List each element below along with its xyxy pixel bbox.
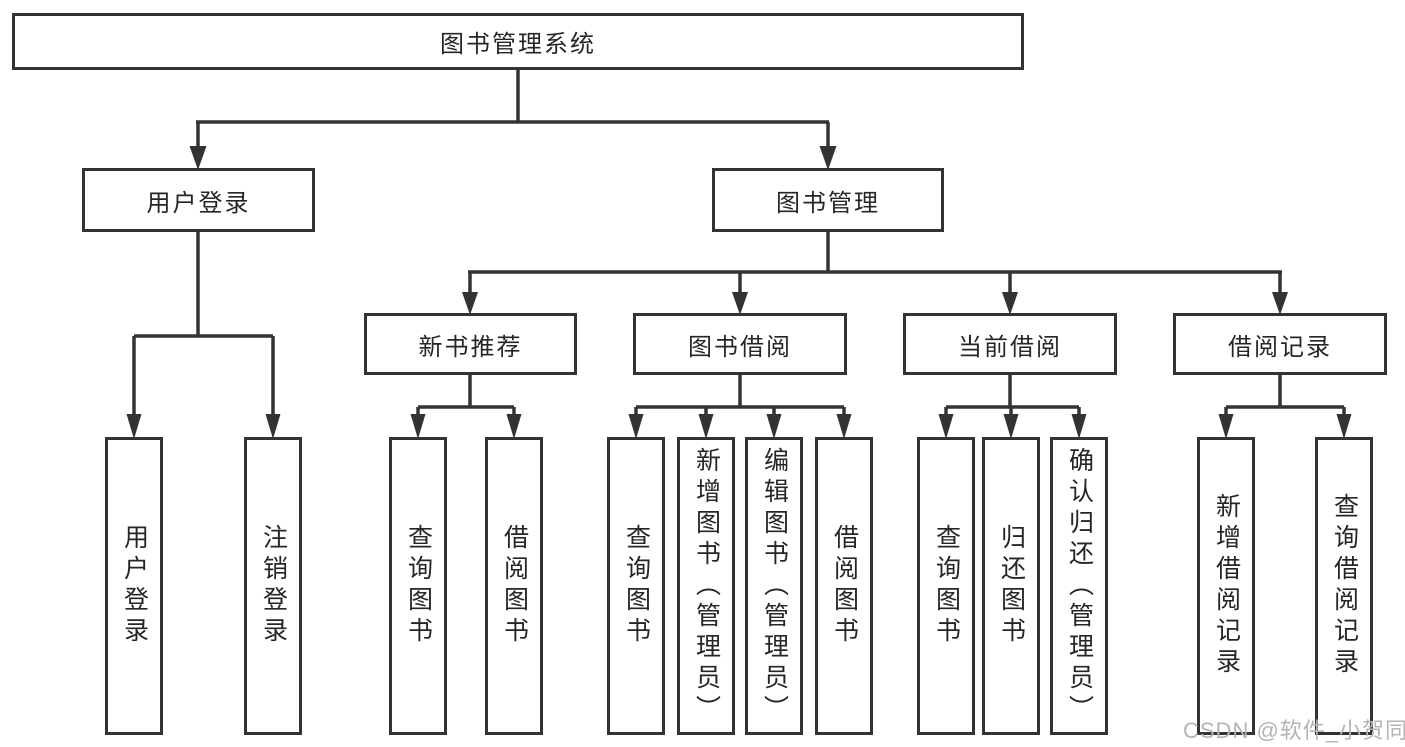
- node-label: 用户登录: [120, 524, 149, 648]
- node-label: 查询图书: [622, 524, 651, 648]
- arrowheads: [126, 146, 1352, 439]
- node-label: 注销登录: [259, 524, 288, 648]
- node-label: 查询图书: [932, 524, 961, 648]
- node-label: 图书借阅: [688, 333, 792, 361]
- node-book-borrowing: 图书借阅: [633, 313, 847, 375]
- node-label: 查询图书: [404, 524, 433, 648]
- node-root-system: 图书管理系统: [12, 13, 1024, 70]
- node-label: 借阅图书: [830, 524, 859, 648]
- node-label: 借阅图书: [500, 524, 529, 648]
- leaf-query-books-3: 查询图书: [917, 437, 975, 735]
- node-borrowing-records: 借阅记录: [1173, 313, 1387, 375]
- leaf-return-books: 归还图书: [982, 437, 1040, 735]
- node-current-borrowing: 当前借阅: [903, 313, 1117, 375]
- leaf-borrow-books-2: 借阅图书: [815, 437, 873, 735]
- leaf-borrow-books-1: 借阅图书: [485, 437, 543, 735]
- csdn-watermark: CSDN @软件_小贺同学: [1183, 718, 1405, 743]
- node-label: 编辑图书（管理员）: [760, 446, 789, 726]
- node-book-management: 图书管理: [712, 168, 944, 232]
- node-new-book-recommend: 新书推荐: [364, 313, 577, 375]
- node-label: 当前借阅: [958, 333, 1062, 361]
- node-label: 归还图书: [997, 524, 1026, 648]
- leaf-edit-books-admin: 编辑图书（管理员）: [745, 437, 803, 735]
- leaf-query-books-1: 查询图书: [389, 437, 447, 735]
- leaf-logout: 注销登录: [244, 437, 302, 735]
- leaf-query-books-2: 查询图书: [607, 437, 665, 735]
- leaf-user-login: 用户登录: [105, 437, 163, 735]
- node-label: 新增图书（管理员）: [692, 446, 721, 726]
- leaf-add-books-admin: 新增图书（管理员）: [677, 437, 735, 735]
- leaf-confirm-return-admin: 确认归还（管理员）: [1050, 437, 1108, 735]
- node-label: 图书管理: [776, 189, 880, 217]
- node-label: 新增借阅记录: [1212, 493, 1241, 679]
- node-label: 新书推荐: [418, 333, 523, 361]
- leaf-add-borrow-record: 新增借阅记录: [1197, 437, 1255, 735]
- node-label: 借阅记录: [1228, 333, 1332, 361]
- node-label: 图书管理系统: [440, 31, 596, 58]
- leaf-query-borrow-record: 查询借阅记录: [1315, 437, 1373, 735]
- node-label: 用户登录: [146, 189, 251, 217]
- connector-elbows: [132, 70, 1346, 417]
- node-label: 查询借阅记录: [1330, 493, 1359, 679]
- node-user-login: 用户登录: [82, 168, 315, 232]
- node-label: 确认归还（管理员）: [1065, 446, 1094, 726]
